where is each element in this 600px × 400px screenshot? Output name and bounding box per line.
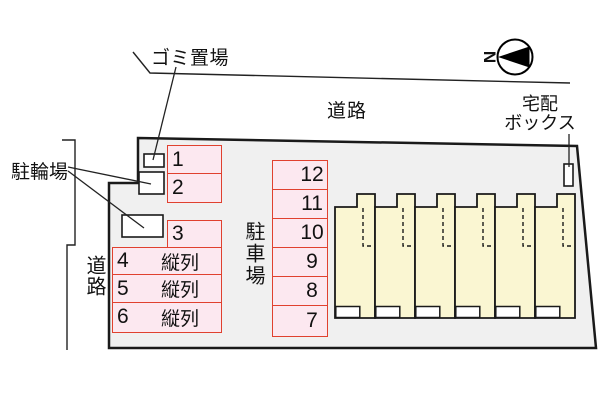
stall-number: 1	[172, 147, 184, 171]
unit-entrance-notch	[455, 305, 481, 319]
parking-stall-tandem: 5 縦列	[112, 274, 222, 303]
road-label-top: 道路	[327, 101, 368, 122]
garbage-leader-line	[152, 66, 177, 161]
unit-entry-dashed-line	[362, 208, 374, 247]
unit-entry-dashed-line	[522, 208, 534, 247]
tandem-label: 縦列	[161, 252, 200, 274]
bicycle-leader-line-2	[67, 170, 145, 229]
compass-icon	[496, 38, 534, 76]
unit-entrance-notch	[415, 305, 441, 319]
stall-number: 10	[300, 221, 324, 244]
unit-entry-dashed-line	[402, 208, 414, 247]
parking-stall: 12	[272, 160, 328, 190]
stall-number: 8	[306, 279, 318, 302]
unit-entrance-notch	[535, 305, 561, 319]
unit-entrance-notch	[335, 305, 361, 319]
stall-number: 11	[301, 192, 323, 215]
bicycle-parking-box-lower	[121, 214, 164, 238]
parking-stall: 9	[272, 247, 328, 277]
stall-number: 6	[117, 305, 129, 328]
building-unit	[414, 193, 456, 319]
building-unit	[374, 193, 416, 319]
parking-stall: 7	[272, 305, 328, 337]
stall-number: 4	[117, 249, 129, 272]
parking-stall: 11	[272, 189, 328, 219]
parking-lot-label: 駐車場	[242, 221, 264, 287]
delivery-box-label: 宅配 ボックス	[500, 95, 580, 133]
delivery-box-label-line2: ボックス	[504, 113, 576, 133]
parking-stall-tandem: 6 縦列	[112, 301, 222, 333]
unit-entrance-notch	[495, 305, 521, 319]
unit-entry-dashed-line	[442, 208, 454, 247]
bicycle-leader-line-1	[67, 166, 152, 185]
building-unit	[454, 193, 496, 319]
unit-entrance-notch	[375, 305, 401, 319]
building-group	[334, 193, 576, 319]
parking-stall-tandem: 4 縦列	[112, 246, 222, 276]
bicycle-parking-box-upper	[138, 171, 165, 195]
parking-stall: 10	[272, 218, 328, 248]
building-unit	[334, 193, 376, 319]
stall-number: 9	[306, 250, 318, 273]
delivery-box-label-line1: 宅配	[522, 94, 558, 114]
parking-stall: 2	[167, 172, 222, 203]
stall-number: 7	[306, 309, 318, 332]
garbage-area-label: ゴミ置場	[151, 48, 230, 69]
parking-stall: 1	[167, 145, 222, 174]
stall-number: 12	[300, 163, 324, 186]
parking-stall: 8	[272, 276, 328, 306]
bicycle-parking-label: 駐輪場	[11, 162, 69, 183]
building-unit	[534, 193, 576, 319]
road-line-left	[62, 139, 76, 350]
stall-number: 5	[117, 276, 129, 300]
tandem-label: 縦列	[161, 280, 200, 301]
parking-stall: 3	[167, 220, 222, 248]
unit-entry-dashed-line	[562, 208, 574, 247]
stall-number: 3	[172, 222, 184, 245]
tandem-label: 縦列	[161, 308, 200, 330]
road-line-top	[132, 51, 571, 84]
delivery-box-marker	[563, 163, 574, 187]
unit-entry-dashed-line	[482, 208, 494, 247]
building-unit	[494, 193, 536, 319]
stall-number: 2	[172, 175, 184, 199]
road-label-left: 道路	[83, 255, 105, 297]
compass-north-letter: N	[480, 50, 499, 64]
